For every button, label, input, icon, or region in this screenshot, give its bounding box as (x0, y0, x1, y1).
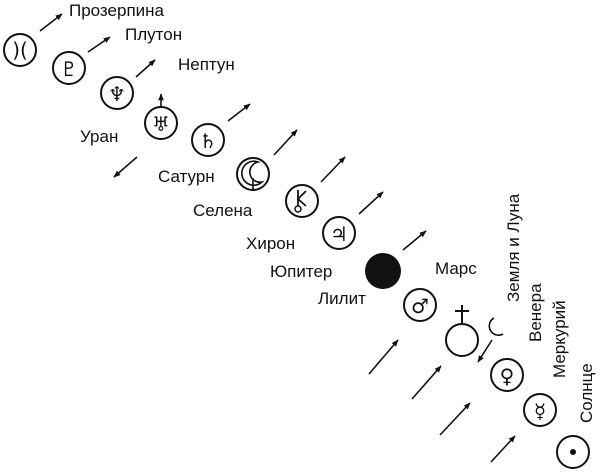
chiron-arrow (320, 156, 346, 183)
pluto-arrow (87, 36, 111, 53)
mars-arrow (368, 339, 399, 375)
pluto-icon: ♇ (52, 51, 86, 85)
label-earth-and-moon: Земля и Луна (504, 193, 523, 302)
selena-arrow (273, 129, 298, 156)
label-chiron: Хирон (246, 234, 296, 253)
uranus-arrow (113, 156, 138, 178)
label-jupiter: Юпитер (270, 262, 333, 281)
black-moon-lilith-icon (365, 253, 401, 289)
svg-text:♄: ♄ (199, 129, 217, 153)
svg-text:♆: ♆ (108, 82, 126, 106)
saturn-icon: ♄ (191, 123, 225, 157)
label-neptune: Нептун (178, 55, 235, 74)
neptune-icon: ♆ (100, 76, 134, 110)
chiron-icon (285, 184, 319, 218)
svg-text:♂: ♂ (411, 294, 429, 318)
label-selena: Селена (193, 201, 253, 220)
label-lilith: Лилит (318, 289, 366, 308)
svg-text:♀: ♀ (500, 364, 515, 388)
label-uranus: Уран (80, 127, 119, 146)
earth-arrow-in (411, 365, 442, 400)
label-venus: Венера (526, 283, 545, 342)
label-mars: Марс (435, 259, 477, 278)
mercury-icon: ☿ (523, 393, 557, 427)
saturn-arrow (227, 103, 251, 122)
svg-text:☿: ☿ (534, 399, 546, 423)
proserpina-icon: )( (3, 33, 37, 67)
venus-arrow (439, 402, 471, 436)
label-sun: Солнце (577, 363, 596, 423)
svg-text:)(: )( (12, 38, 28, 62)
venus-icon: ♀ (490, 358, 524, 392)
earth-arrow-out (477, 339, 493, 363)
label-pluto: Плутон (125, 25, 183, 44)
selena-icon (236, 157, 270, 191)
jupiter-icon: ♃ (322, 216, 356, 250)
label-saturn: Сатурн (158, 167, 215, 186)
sun-icon (556, 435, 590, 469)
lilith-arrow (402, 230, 427, 251)
mars-icon: ♂ (403, 288, 437, 322)
label-proserpina: Прозерпина (69, 1, 164, 20)
svg-text:♇: ♇ (60, 57, 78, 81)
proserpina-arrow (39, 13, 63, 32)
svg-text:♃: ♃ (330, 222, 348, 246)
neptune-arrow (135, 59, 156, 78)
moon-icon (488, 317, 504, 336)
earth-icon (445, 305, 479, 357)
label-mercury: Меркурий (550, 300, 569, 378)
svg-text:♅: ♅ (152, 112, 170, 136)
mercury-arrow (490, 435, 516, 463)
uranus-icon: ♅ (144, 93, 178, 140)
jupiter-arrow (358, 191, 384, 215)
